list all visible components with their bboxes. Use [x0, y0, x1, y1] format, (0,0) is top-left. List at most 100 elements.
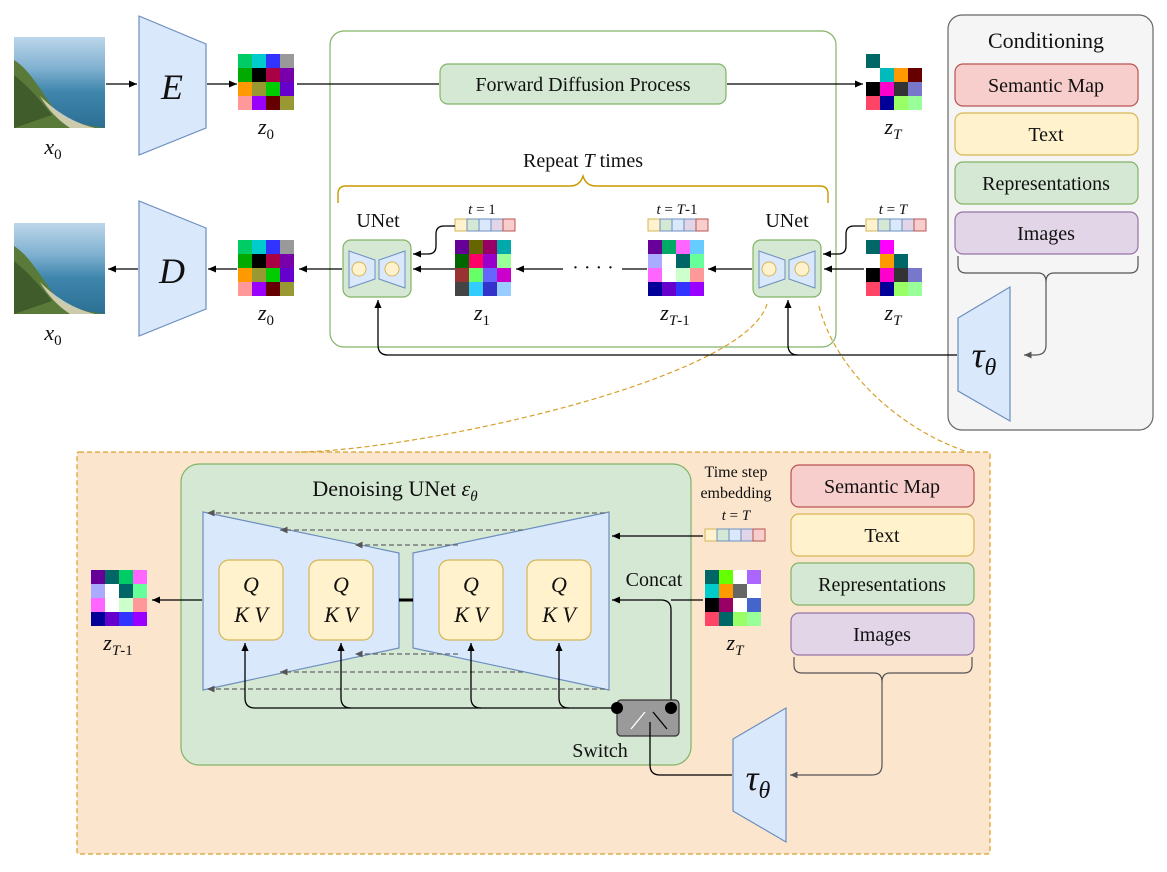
- latent-cell: [866, 268, 880, 282]
- cond-images-label: Images: [1017, 223, 1075, 245]
- latent-cell: [908, 282, 922, 296]
- cond-feed-4: [555, 643, 570, 709]
- detail-cond-images[interactable]: [790, 612, 975, 656]
- latent-cell: [91, 584, 105, 598]
- forward-diffusion-box: [439, 63, 727, 105]
- latent-cell: [648, 254, 662, 268]
- embedding-cell: [466, 218, 480, 232]
- detail-cond-brace: [790, 657, 883, 779]
- latent-cell: [908, 68, 922, 82]
- decoder-trapezoid: [138, 200, 207, 337]
- embedding-cell: [889, 218, 903, 232]
- input-image: [14, 37, 105, 128]
- embedding-cell: [716, 528, 730, 542]
- latent-cell: [91, 570, 105, 584]
- output-image: [14, 223, 105, 314]
- tau-label-top: τθ: [972, 335, 997, 381]
- repeat-brace: [337, 173, 829, 203]
- svg-text:K V: K V: [453, 602, 490, 627]
- latent-cell: [133, 584, 147, 598]
- detail-cond-semantic-map[interactable]: [790, 464, 975, 508]
- embed-arrow-right: [823, 225, 865, 258]
- qkv-block-2: Q K V: [308, 559, 374, 641]
- detail-cond-brace-right: [881, 657, 973, 683]
- latent-cell: [662, 282, 676, 296]
- latent-cell: [252, 82, 266, 96]
- cond-feed-lines: [241, 643, 617, 709]
- latent-cell: [705, 570, 719, 584]
- embedding-cell: [659, 218, 673, 232]
- cond-semantic-map[interactable]: [954, 63, 1139, 107]
- latent-cell: [105, 598, 119, 612]
- detail-cond-representations[interactable]: [790, 562, 975, 606]
- zoom-line-right: [818, 305, 969, 453]
- latent-cell: [719, 570, 733, 584]
- cond-representations[interactable]: [954, 161, 1139, 205]
- unet-left-block: [342, 239, 412, 298]
- latent-cell: [648, 282, 662, 296]
- embedding-cell: [671, 218, 685, 232]
- latent-cell: [733, 598, 747, 612]
- latent-cell: [280, 240, 294, 254]
- latent-cell: [705, 612, 719, 626]
- qkv-block-3: Q K V: [438, 559, 504, 641]
- embedding-cell: [728, 528, 742, 542]
- svg-text:Q: Q: [551, 572, 567, 597]
- latent-z0-decoded: [238, 240, 294, 296]
- latent-cell: [880, 268, 894, 282]
- latent-zT-1-detail: [91, 570, 147, 626]
- latent-cell: [690, 240, 704, 254]
- latent-cell: [676, 282, 690, 296]
- latent-cell: [733, 584, 747, 598]
- latent-cell: [238, 54, 252, 68]
- latent-cell: [280, 254, 294, 268]
- latent-cell: [747, 612, 761, 626]
- cond-images[interactable]: [954, 211, 1139, 255]
- svg-text:Q: Q: [333, 572, 349, 597]
- latent-cell: [280, 96, 294, 110]
- timestep-1-label: t = 1: [468, 202, 496, 218]
- latent-z0: [238, 54, 294, 110]
- svg-text:K V: K V: [323, 602, 360, 627]
- cond-brace-top-right: [1045, 256, 1139, 283]
- latent-cell: [91, 598, 105, 612]
- latent-zT-detail: [705, 570, 761, 626]
- latent-cell: [866, 68, 880, 82]
- latent-cell: [648, 268, 662, 282]
- cond-line-to-unet-right: [784, 300, 799, 356]
- latent-cell: [894, 282, 908, 296]
- latent-cell: [252, 240, 266, 254]
- timestep-T-1-label: t = T-1: [657, 202, 698, 218]
- label-zT-detail: zT: [726, 630, 746, 659]
- latent-cell: [866, 282, 880, 296]
- latent-cell: [690, 254, 704, 268]
- label-z0-bottom: z0: [257, 300, 274, 329]
- latent-cell: [483, 240, 497, 254]
- embedding-cell: [490, 218, 504, 232]
- latent-cell: [455, 282, 469, 296]
- label-zT-mid: zT: [884, 300, 904, 329]
- qkv-block-4: Q K V: [526, 559, 592, 641]
- latent-cell: [238, 282, 252, 296]
- latent-cell: [880, 254, 894, 268]
- detail-cond-text[interactable]: [790, 513, 975, 557]
- latent-cell: [733, 570, 747, 584]
- encoder-trapezoid: [138, 15, 207, 156]
- svg-text:Q: Q: [463, 572, 479, 597]
- latent-cell: [880, 240, 894, 254]
- detail-cond-representations-label: Representations: [818, 574, 946, 596]
- switch-block[interactable]: [611, 699, 680, 737]
- latent-cell: [266, 240, 280, 254]
- embedding-cell: [695, 218, 709, 232]
- latent-cell: [908, 82, 922, 96]
- cond-text[interactable]: [954, 112, 1139, 156]
- embedding-cell: [502, 218, 516, 232]
- latent-cell: [105, 584, 119, 598]
- latent-cell: [455, 240, 469, 254]
- svg-text:K V: K V: [541, 602, 578, 627]
- latent-cell: [747, 570, 761, 584]
- latent-cell: [469, 240, 483, 254]
- cond-line-to-unets: [374, 300, 957, 356]
- svg-text:K V: K V: [233, 602, 270, 627]
